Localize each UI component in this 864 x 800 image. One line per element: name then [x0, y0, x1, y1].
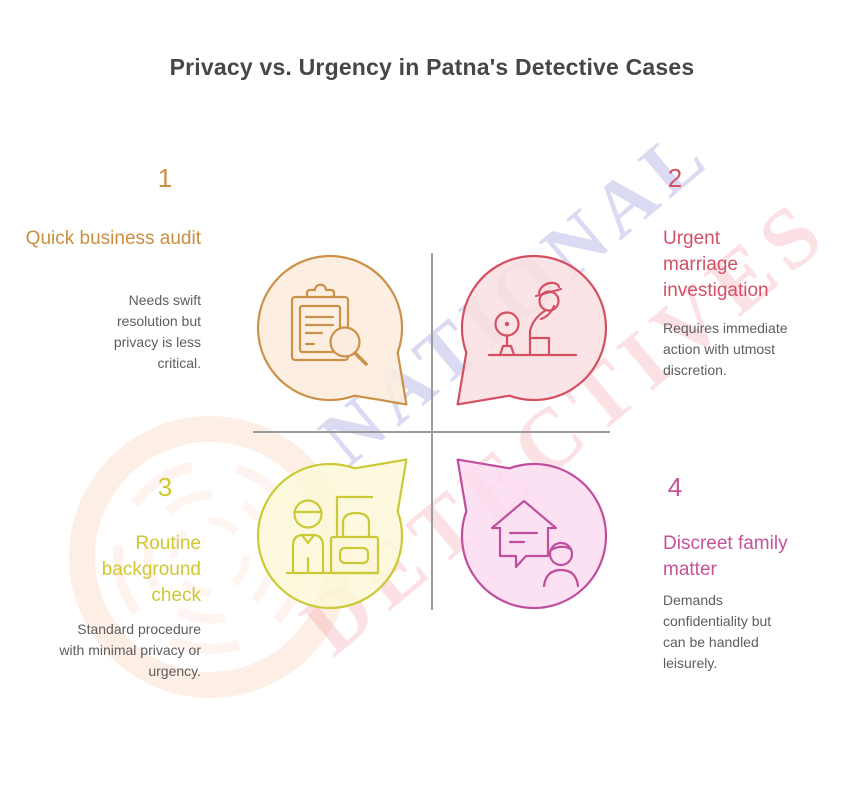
speech-bubble-shape — [256, 254, 408, 406]
person-at-counter-icon — [285, 495, 380, 575]
quadrant-4-heading: Discreet family matter — [663, 533, 788, 580]
quadrant-4-bubble — [456, 458, 608, 610]
quadrant-2-number: 2 — [667, 163, 683, 193]
quadrant-2-bubble — [456, 254, 608, 406]
speech-bubble-shape — [456, 254, 608, 406]
quadrant-2-description: Requires immediate action with utmost di… — [663, 320, 788, 378]
quadrant-3-number: 3 — [157, 472, 173, 502]
quadrant-2-heading: Urgent marriage investigation — [663, 228, 769, 301]
quadrant-3-heading: Routine background check — [101, 533, 201, 606]
detective-at-desk-icon — [487, 281, 578, 357]
speech-bubble-shape — [256, 458, 408, 610]
quadrant-1-bubble — [256, 254, 408, 406]
page-title: Privacy vs. Urgency in Patna's Detective… — [169, 54, 695, 80]
quadrant-1-number: 1 — [157, 163, 173, 193]
clipboard-magnifier-icon — [290, 283, 368, 366]
quadrant-4-number: 4 — [667, 472, 683, 502]
quadrant-3-description: Standard procedure with minimal privacy … — [59, 621, 201, 679]
quadrant-4-description: Demands confidentiality but can be handl… — [663, 592, 772, 671]
horizontal-axis-line — [253, 431, 610, 433]
quadrant-3-bubble — [256, 458, 408, 610]
quadrant-1-heading: Quick business audit — [25, 228, 201, 249]
quadrant-1-description: Needs swift resolution but privacy is le… — [113, 292, 201, 371]
house-chat-person-icon — [490, 499, 580, 588]
